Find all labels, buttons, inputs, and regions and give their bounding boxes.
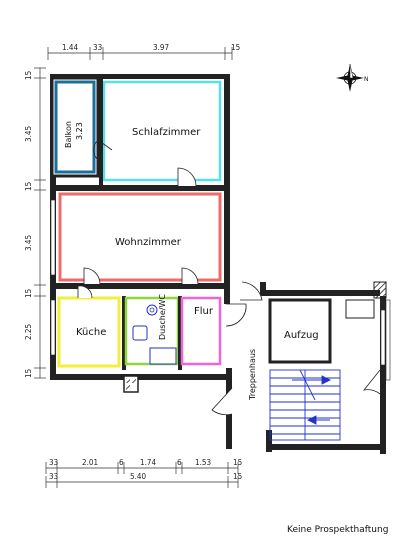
- dim-left-7: 15: [24, 369, 33, 378]
- dim-left-5: 15: [24, 289, 33, 298]
- shaft-bottom: [123, 375, 139, 393]
- left-windows: [50, 199, 56, 356]
- flur-room-wall: [178, 296, 182, 370]
- dim-left-4: 3.45: [24, 235, 33, 251]
- left-dimension-line: [34, 67, 46, 379]
- dim-top-1: 1.44: [62, 43, 78, 52]
- wohnzimmer-room: [58, 192, 222, 282]
- aufzug-label: Aufzug: [284, 330, 319, 341]
- dim-bottom-3: 6: [119, 458, 124, 467]
- dim-bottom-2: 2.01: [82, 458, 98, 467]
- schlafzimmer-room: [102, 80, 222, 182]
- dim-top-2: 33: [93, 43, 102, 52]
- stairwell-door-2: [211, 387, 233, 416]
- dim-bottom-4: 1.74: [140, 458, 156, 467]
- schlafzimmer-wall-left: [99, 78, 103, 186]
- dim-bottom-row2-1: 33: [49, 472, 58, 481]
- bad-room: [122, 296, 180, 370]
- dim-left-2: 3.45: [24, 126, 33, 142]
- kueche-label: Küche: [76, 327, 106, 338]
- top-dimension-line: [47, 47, 233, 60]
- wohnzimmer-label: Wohnzimmer: [115, 237, 182, 248]
- dim-left-3: 15: [24, 182, 33, 191]
- schlafzimmer-door: [177, 167, 197, 187]
- elevator-shaft-small: [345, 299, 375, 319]
- dim-top-3: 3.97: [153, 43, 169, 52]
- flur-room: [180, 296, 222, 366]
- stairs: [269, 369, 341, 441]
- dim-bottom-1: 33: [49, 458, 58, 467]
- dim-bottom-row2-3: 15: [233, 472, 242, 481]
- flur-label: Flur: [194, 306, 214, 317]
- dim-bottom-6: 1.53: [195, 458, 211, 467]
- stairwell-door-1: [225, 303, 247, 327]
- compass-label: N: [364, 76, 369, 83]
- dim-bottom-row2-2: 5.40: [130, 472, 146, 481]
- wohnzimmer-door-2: [181, 267, 199, 285]
- bad-label: Dusche/WC: [158, 294, 167, 340]
- balcony-door: [93, 139, 113, 161]
- stairwell-door-3: [240, 281, 263, 301]
- dim-left-1: 15: [24, 71, 33, 80]
- kueche-door: [77, 285, 93, 299]
- balcony-room: [50, 76, 100, 178]
- treppenhaus-label: Treppenhaus: [248, 349, 257, 401]
- dim-bottom-7: 15: [233, 458, 242, 467]
- bottom-dimension-lines: [45, 462, 239, 488]
- stairwell-door-4: [363, 369, 381, 395]
- balcony-dimension: 3.23: [75, 122, 84, 140]
- wohnzimmer-door: [83, 267, 101, 285]
- compass-icon: [336, 63, 364, 92]
- dim-bottom-5: 6: [177, 458, 182, 467]
- right-windows: [380, 299, 391, 381]
- disclaimer-text: Keine Prospekthaftung: [287, 525, 388, 535]
- dim-left-6: 2.25: [24, 324, 33, 340]
- schlafzimmer-label: Schlafzimmer: [132, 127, 201, 138]
- balcony-label: Balkon: [64, 121, 73, 148]
- dim-top-4: 15: [231, 43, 240, 52]
- aufzug-room: [268, 298, 332, 364]
